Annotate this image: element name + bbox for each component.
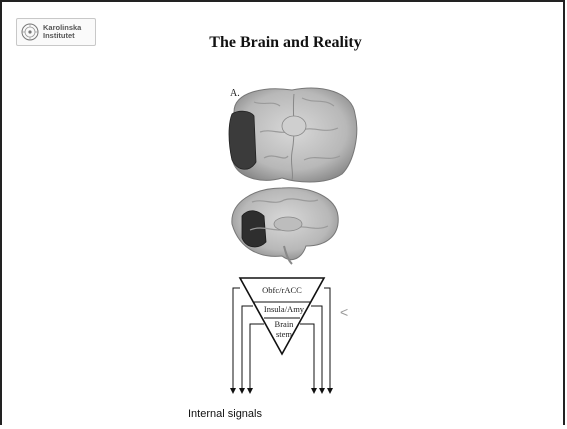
chevron-left-icon[interactable]: <	[340, 304, 348, 320]
diagram-label-stem: stem	[276, 329, 292, 339]
hierarchy-diagram: Obfc/rACC Insula/Amy Brain stem	[230, 278, 333, 394]
figure-caption: Internal signals	[188, 408, 262, 420]
diagram-label-insula: Insula/Amy	[264, 304, 305, 314]
diagram-label-obfc: Obfc/rACC	[262, 285, 302, 295]
brain-ventral-view-image	[229, 88, 357, 182]
diagram-label-brain: Brain	[275, 319, 295, 329]
brain-medial-view-image	[232, 188, 338, 264]
